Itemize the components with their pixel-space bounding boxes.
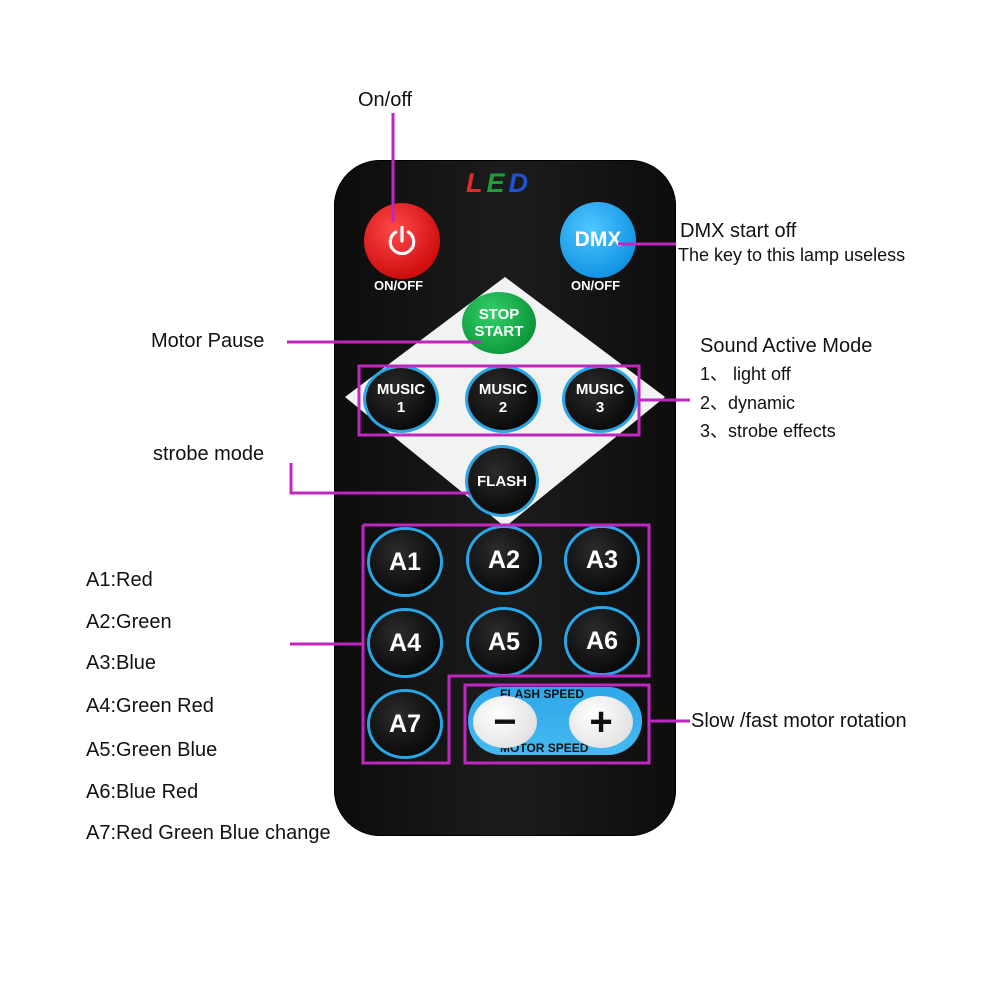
led-logo: LED [466,168,533,198]
legend-a3: A3:Blue [86,652,157,674]
sound-mode-2: 2、dynamic [700,393,796,413]
a3-button[interactable]: A3 [567,528,637,592]
power-button[interactable] [364,203,440,279]
flash-button[interactable]: FLASH [468,448,536,514]
legend-a6: A6:Blue Red [86,781,199,803]
legend-a5: A5:Green Blue [86,739,218,761]
legend-a7: A7:Red Green Blue change [86,822,331,844]
a4-button[interactable]: A4 [370,611,440,675]
dmx-sub-label: ON/OFF [571,278,621,293]
strobe-mode-callout: strobe mode [153,443,265,465]
a7-button[interactable]: A7 [370,692,440,756]
dmx-callout-note: The key to this lamp useless [678,245,906,265]
motor-rotation-callout: Slow /fast motor rotation [691,710,907,732]
legend-a4: A4:Green Red [86,695,214,717]
a6-button[interactable]: A6 [567,609,637,673]
speed-plus-button[interactable]: + [569,696,633,748]
a5-button[interactable]: A5 [469,610,539,674]
sound-mode-3: 3、strobe effects [700,421,836,441]
sound-mode-1: 1、 light off [700,364,791,384]
motor-pause-callout: Motor Pause [151,330,265,352]
power-sub-label: ON/OFF [374,278,424,293]
power-icon [388,225,416,256]
speed-minus-button[interactable]: − [473,696,537,748]
on-off-callout: On/off [358,89,413,111]
legend-a2: A2:Green [86,611,172,633]
legend-a1: A1:Red [86,569,153,591]
dmx-callout-title: DMX start off [680,220,797,242]
sound-mode-title: Sound Active Mode [700,335,873,357]
a1-button[interactable]: A1 [370,530,440,594]
dmx-button[interactable]: DMX [560,202,636,278]
a2-button[interactable]: A2 [469,528,539,592]
